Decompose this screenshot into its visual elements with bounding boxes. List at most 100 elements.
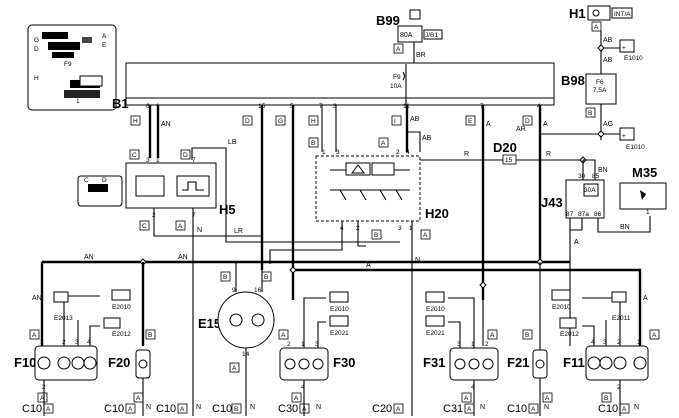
f20-wire-n: N bbox=[146, 404, 151, 411]
e1010-bottom: E1010 bbox=[626, 144, 645, 151]
wire-a-bus: A bbox=[366, 262, 371, 269]
ground-plus-symbol-2: + bbox=[622, 133, 626, 140]
f10-pin-1: 1 bbox=[40, 339, 44, 346]
b98-label: B98 bbox=[561, 73, 585, 88]
b1-pin: 3 bbox=[333, 103, 337, 110]
e2010-f30: E2010 bbox=[330, 306, 349, 313]
inset-label2: 1 bbox=[76, 98, 80, 105]
d20-label: D20 bbox=[493, 140, 517, 155]
e15-ground-conn: B bbox=[234, 406, 238, 413]
inset-g-letter: G bbox=[34, 37, 39, 44]
h20-conn-b: B bbox=[311, 140, 315, 147]
h20-pin-4: 4 bbox=[406, 149, 410, 156]
wire-bn-2: BN bbox=[620, 224, 630, 231]
wire-ag: AG bbox=[603, 121, 613, 128]
f20-conn-a: A bbox=[136, 395, 141, 402]
f21-ground-c10: C10 bbox=[507, 403, 527, 415]
f11-pin-3: 3 bbox=[603, 339, 607, 346]
b1-conn-d: D bbox=[245, 118, 250, 125]
j43-relay: J43 30A 30 85 87 87a 86 BN A bbox=[541, 173, 651, 262]
e2010-f10: E2010 bbox=[112, 304, 131, 311]
wire-a-j43: A bbox=[574, 239, 579, 246]
wire-an-b1: AN bbox=[161, 121, 171, 128]
h5-ground-conn: A bbox=[180, 406, 185, 413]
wire-br: BR bbox=[416, 52, 426, 59]
f10-label: F10 bbox=[14, 355, 36, 370]
f9-name: F9 bbox=[393, 74, 401, 81]
wire-bn-1: BN bbox=[598, 167, 608, 174]
f20-ground-c10: C10 bbox=[104, 403, 124, 415]
inset-label: F9 bbox=[64, 61, 72, 68]
f20-lamp: F20 B A C10 A N bbox=[104, 329, 156, 415]
b1-label: B1 bbox=[112, 96, 129, 111]
f31-ground-conn: A bbox=[467, 406, 472, 413]
wire-lb: LB bbox=[228, 139, 237, 146]
m35-label: M35 bbox=[632, 165, 657, 180]
f30-pin-1: 1 bbox=[301, 341, 305, 348]
h5-pin-1: 1 bbox=[156, 157, 160, 164]
e2011: E2011 bbox=[612, 315, 631, 322]
h5-wire-n: N bbox=[196, 404, 201, 411]
h20-conn-a2: A bbox=[423, 232, 428, 239]
f11-wire-a: A bbox=[643, 295, 648, 302]
h5-label: H5 bbox=[219, 202, 236, 217]
f10-ground-c10: C10 bbox=[22, 403, 42, 415]
f30-pin-2: 2 bbox=[287, 341, 291, 348]
wire-ar: AR bbox=[516, 126, 526, 133]
h5-conn-a: A bbox=[178, 223, 183, 230]
e15-conn-b2: B bbox=[264, 274, 268, 281]
f30-pin-4: 4 bbox=[301, 384, 305, 391]
f31-wire-n: N bbox=[480, 404, 485, 411]
f30-lamp: F30 A 2 1 3 4 A E2010 E2021 C30 A N bbox=[278, 291, 355, 415]
b99-code: J/B1 bbox=[425, 32, 438, 39]
f31-pin-4: 4 bbox=[471, 384, 475, 391]
wire-ab-b1: AB bbox=[410, 116, 420, 123]
f30-conn-a2: A bbox=[294, 395, 299, 402]
b98-fuse: B98 F6 7,5A B AG + E1010 AR bbox=[516, 73, 645, 151]
e15-conn-a: A bbox=[232, 365, 237, 372]
h5-switch: C D 3 1 7 LB H5 2 7 C A LR N C D bbox=[77, 139, 400, 404]
inset-d-letter: D bbox=[34, 46, 39, 53]
f10-conn-a: A bbox=[32, 332, 37, 339]
wire-ab-branch: AB bbox=[422, 135, 432, 142]
f10-wire-an: AN bbox=[32, 295, 42, 302]
f31-label: F31 bbox=[423, 355, 445, 370]
f11-pin-1: 1 bbox=[637, 339, 641, 346]
b1-pin: 6 bbox=[146, 103, 150, 110]
inset-a-letter: A bbox=[102, 33, 107, 40]
f11-headlight: F11 A 4 3 2 1 2 B E2010 E2012 E2011 C10 … bbox=[551, 289, 660, 415]
e2013: E2013 bbox=[54, 315, 73, 322]
f31-pin-1: 1 bbox=[471, 341, 475, 348]
h1-wire-ab: AB bbox=[603, 37, 613, 44]
f21-label: F21 bbox=[507, 355, 529, 370]
h20-ground-c20: C20 bbox=[372, 403, 392, 415]
h5-pin-7: 7 bbox=[192, 157, 196, 164]
b98-conn-b: B bbox=[588, 110, 592, 117]
b1-fuse-box: B1 F9 10A bbox=[112, 62, 555, 111]
wire-a-b1: A bbox=[486, 121, 491, 128]
wire-r-1: R bbox=[464, 151, 469, 158]
h5-conn-c2: C bbox=[142, 223, 147, 230]
f11-conn-a: A bbox=[652, 332, 657, 339]
h5-conn-d: D bbox=[183, 152, 188, 159]
f10-pin-4: 4 bbox=[87, 339, 91, 346]
h20-switch: B A 1 3 2 4 H20 4 2 3 1 B A N bbox=[269, 137, 449, 404]
inset-e-letter: E bbox=[102, 42, 107, 49]
b1-wires: AN AB A A AB bbox=[148, 105, 548, 300]
h20-label: H20 bbox=[425, 206, 449, 221]
e15-conn-b: B bbox=[223, 274, 227, 281]
h5-pin-7b: 7 bbox=[192, 212, 196, 219]
f31-lamp: F31 A 3 1 2 4 A E2010 E2021 C31 A N bbox=[423, 291, 499, 415]
e15-wire-n: N bbox=[250, 404, 255, 411]
j43-label: J43 bbox=[541, 195, 563, 210]
wire-lr: LR bbox=[234, 228, 243, 235]
h5-conn-c: C bbox=[132, 152, 137, 159]
wire-an-bus-1: AN bbox=[84, 254, 94, 261]
b99-label: B99 bbox=[376, 13, 400, 28]
f20-ground-conn: A bbox=[128, 406, 133, 413]
f31-conn-a: A bbox=[490, 332, 495, 339]
e1010-top: E1010 bbox=[624, 55, 643, 62]
wire-n-h5: N bbox=[197, 227, 202, 234]
j43-pin-87: 87 bbox=[566, 211, 574, 218]
f20-label: F20 bbox=[108, 355, 130, 370]
